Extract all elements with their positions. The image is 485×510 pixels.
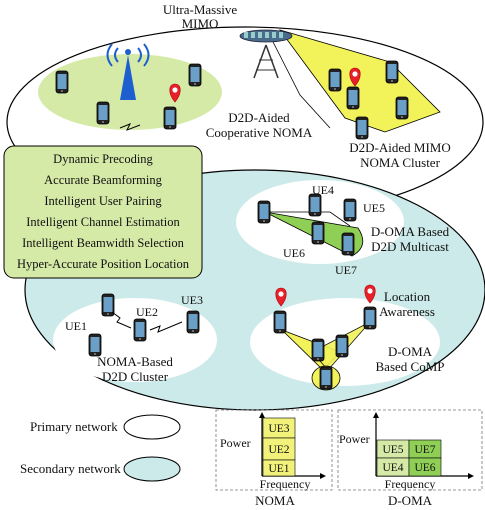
phone-icon	[133, 318, 147, 342]
noma-chart-frame	[215, 409, 333, 491]
coop-noma-label-1: D2D-Aided	[228, 110, 290, 125]
phone-icon	[96, 101, 110, 125]
massive-mimo-antenna-icon	[239, 29, 293, 79]
ue2-label: UE2	[136, 305, 158, 319]
phone-icon	[385, 60, 399, 84]
phone-icon	[308, 193, 322, 217]
multicast-label-2: D2D Multicast	[371, 239, 449, 254]
coop-noma-label-2: Cooperative NOMA	[206, 125, 313, 140]
feature-box	[3, 145, 203, 279]
location-label-1: Location	[384, 289, 431, 304]
doma-block-ue6	[408, 457, 442, 477]
doma-ue4: UE4	[382, 462, 403, 474]
phone-icon	[355, 116, 369, 140]
phone-icon	[311, 338, 325, 362]
ue4-label: UE4	[312, 183, 334, 197]
legend-secondary-swatch	[123, 456, 181, 482]
comp-label-1: D-OMA	[388, 344, 433, 359]
phone-icon	[273, 310, 287, 334]
noma-block-ue1	[262, 459, 296, 477]
comp-label-2: Based CoMP	[376, 359, 445, 374]
feature-item: Intelligent User Pairing	[44, 194, 162, 208]
feature-item: Intelligent Beamwidth Selection	[22, 236, 185, 250]
phone-icon	[335, 334, 349, 358]
noma-ue3: UE3	[268, 423, 289, 435]
doma-ue5: UE5	[382, 444, 403, 456]
mimo-noma-label-1: D2D-Aided MIMO	[349, 140, 450, 155]
phone-icon	[363, 306, 377, 330]
ue7-label: UE7	[335, 263, 357, 277]
cluster-label-2: D2D Cluster	[102, 369, 169, 384]
ue6-label: UE6	[283, 246, 305, 260]
phone-icon	[341, 232, 355, 256]
multicast-label-1: D-OMA Based	[371, 224, 450, 239]
phone-icon	[328, 68, 342, 92]
feature-item: Accurate Beamforming	[44, 173, 162, 187]
phone-icon	[395, 96, 409, 120]
phone-icon	[186, 310, 200, 334]
ue1-label: UE1	[65, 319, 87, 333]
base-station-icon	[106, 43, 150, 100]
ue5-label: UE5	[363, 201, 385, 215]
phone-icon	[55, 70, 69, 94]
doma-ylabel: Power	[339, 432, 370, 446]
noma-ue2: UE2	[268, 444, 289, 456]
doma-caption: D-OMA	[388, 493, 433, 508]
massive-mimo-label-2: MIMO	[182, 16, 219, 31]
massive-mimo-label-1: Ultra-Massive	[163, 2, 238, 17]
noma-ue1: UE1	[268, 463, 289, 475]
doma-ue6: UE6	[414, 462, 435, 474]
doma-chart-frame	[337, 409, 483, 491]
doma-ue7: UE7	[414, 444, 435, 456]
phone-icon	[346, 86, 360, 110]
legend-primary-swatch	[123, 414, 181, 440]
phone-icon	[319, 366, 333, 390]
legend-secondary-label: Secondary network	[20, 461, 121, 476]
noma-xlabel: Frequency	[260, 477, 311, 491]
mimo-noma-label-2: NOMA Cluster	[360, 155, 440, 170]
doma-xlabel: Frequency	[385, 477, 436, 491]
phone-icon	[88, 333, 102, 357]
phone-icon	[163, 106, 177, 130]
legend-primary-label: Primary network	[30, 419, 118, 434]
feature-item: Intelligent Channel Estimation	[26, 215, 180, 229]
cluster-label-1: NOMA-Based	[97, 354, 173, 369]
location-label-2: Awareness	[379, 304, 435, 319]
feature-item: Dynamic Precoding	[53, 152, 153, 166]
phone-icon	[343, 198, 357, 222]
ue3-label: UE3	[181, 293, 203, 307]
phone-icon	[311, 221, 325, 245]
noma-ylabel: Power	[220, 436, 251, 450]
phone-icon	[257, 200, 271, 224]
feature-item: Hyper-Accurate Position Location	[17, 257, 190, 271]
phone-icon	[188, 63, 202, 87]
noma-caption: NOMA	[255, 493, 295, 508]
